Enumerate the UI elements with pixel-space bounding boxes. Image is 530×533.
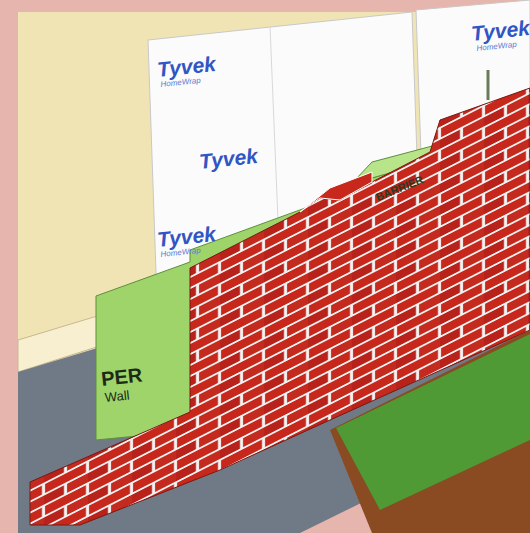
- wall-tie: [487, 70, 490, 100]
- brick-veneer: [30, 88, 530, 525]
- brick-course: [300, 172, 372, 212]
- barrier-label: Wall: [104, 387, 130, 405]
- grass: [336, 334, 530, 510]
- soil: [330, 330, 530, 533]
- barrier-label: PER: [100, 364, 143, 391]
